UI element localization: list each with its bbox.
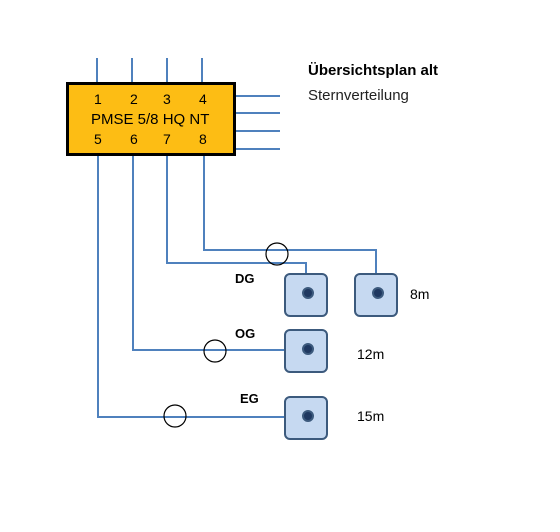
port-label-5: 5 bbox=[94, 131, 102, 147]
length-marker-dg bbox=[265, 242, 289, 266]
antenna-socket-og bbox=[284, 329, 328, 373]
port-label-2: 2 bbox=[130, 91, 138, 107]
plan-subtitle: Sternverteilung bbox=[308, 87, 409, 104]
cable-port-6 bbox=[132, 156, 284, 351]
distance-og: 12m bbox=[357, 346, 385, 362]
socket-connector-icon bbox=[302, 343, 314, 355]
port-label-1: 1 bbox=[94, 91, 102, 107]
length-marker-og bbox=[203, 339, 227, 363]
port-label-3: 3 bbox=[163, 91, 171, 107]
floor-label-og: OG bbox=[235, 326, 256, 341]
plan-title: Übersichtsplan alt bbox=[308, 62, 439, 79]
port-label-6: 6 bbox=[130, 131, 138, 147]
cable-port-7 bbox=[166, 156, 307, 275]
antenna-socket-eg bbox=[284, 396, 328, 440]
floor-label-eg: EG bbox=[240, 391, 259, 406]
antenna-socket-dg-right bbox=[354, 273, 398, 317]
port-label-8: 8 bbox=[199, 131, 207, 147]
multiswitch-model: PMSE 5/8 HQ NT bbox=[91, 111, 210, 128]
antenna-socket-dg-left bbox=[284, 273, 328, 317]
port-label-4: 4 bbox=[199, 91, 207, 107]
distance-eg: 15m bbox=[357, 408, 385, 424]
distance-dg: 8m bbox=[410, 286, 430, 302]
multiswitch-box bbox=[66, 82, 236, 156]
socket-connector-icon bbox=[302, 287, 314, 299]
socket-connector-icon bbox=[372, 287, 384, 299]
cable-port-8 bbox=[203, 156, 377, 275]
port-label-7: 7 bbox=[163, 131, 171, 147]
length-marker-eg bbox=[163, 404, 187, 428]
cable-port-5 bbox=[97, 156, 284, 418]
floor-label-dg: DG bbox=[235, 271, 255, 286]
socket-connector-icon bbox=[302, 410, 314, 422]
